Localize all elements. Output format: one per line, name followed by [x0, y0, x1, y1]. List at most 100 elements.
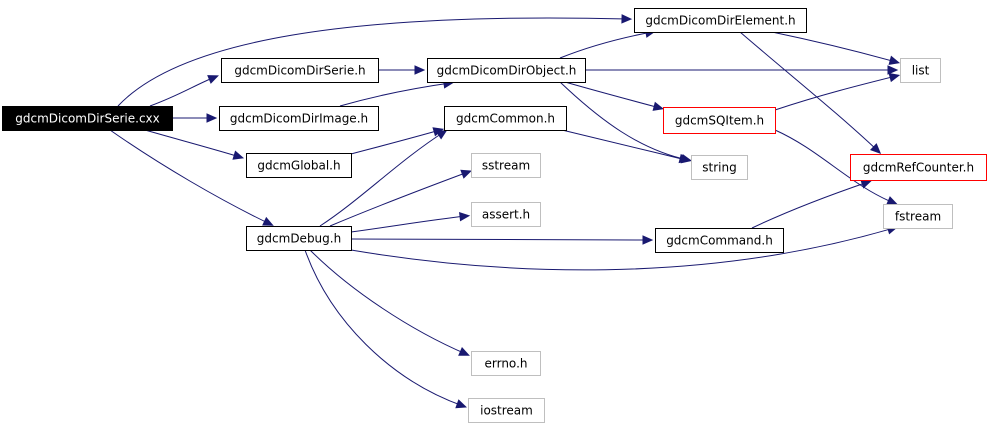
edge-line: [309, 249, 467, 355]
edge-gdcmdicomdirserie-cxx-to-gdcmdicomdirimage-h: [172, 113, 218, 123]
arrowhead-icon: [206, 113, 218, 123]
edge-gdcmdebug-h-to-sstream: [329, 169, 472, 227]
node-iostream[interactable]: iostream: [468, 398, 545, 423]
edge-line: [144, 129, 241, 158]
edge-line: [739, 31, 879, 152]
node-box: [663, 107, 776, 134]
arrowhead-icon: [886, 196, 898, 205]
node-label: gdcmSQItem.h: [675, 114, 764, 128]
node-box: [471, 351, 541, 376]
node-gdcmglobal-h[interactable]: gdcmGlobal.h: [246, 153, 352, 178]
edge-line: [559, 31, 653, 59]
node-label: gdcmRefCounter.h: [863, 161, 974, 175]
nodes-layer: gdcmDicomDirSerie.cxx gdcmDicomDirSerie.h…: [2, 8, 987, 423]
arrowhead-icon: [455, 399, 467, 409]
arrowhead-icon: [870, 143, 882, 154]
arrowhead-icon: [642, 235, 654, 245]
edge-line: [350, 227, 895, 271]
node-box: [221, 58, 379, 83]
node-list[interactable]: list: [900, 58, 941, 83]
node-gdcmsqitem-h[interactable]: gdcmSQItem.h: [663, 107, 776, 134]
arrowhead-icon: [232, 150, 245, 160]
edge-gdcmdicomdirelement-h-to-gdcmrefcounter-h: [739, 31, 882, 154]
edge-gdcmdebug-h-to-iostream: [304, 249, 467, 409]
arrowhead-icon: [459, 211, 471, 222]
edge-line: [109, 129, 271, 225]
node-gdcmdicomdirobject-h[interactable]: gdcmDicomDirObject.h: [427, 58, 586, 83]
edge-gdcmdebug-h-to-gdcmcommand-h: [350, 235, 654, 245]
node-label: fstream: [895, 210, 941, 224]
edge-gdcmdicomdirserie-h-to-gdcmdicomdirobject-h: [378, 65, 426, 75]
node-label: list: [912, 64, 930, 78]
node-box: [219, 106, 379, 131]
node-gdcmcommand-h[interactable]: gdcmCommand.h: [655, 228, 784, 253]
arrowhead-icon: [678, 153, 691, 164]
edge-line: [564, 81, 661, 109]
edge-line: [774, 129, 895, 204]
edge-gdcmdebug-h-to-assert-h: [350, 211, 471, 233]
node-gdcmdicomdirserie-cxx[interactable]: gdcmDicomDirSerie.cxx: [2, 106, 173, 131]
node-label: gdcmDicomDirElement.h: [645, 14, 795, 28]
edge-line: [561, 129, 687, 161]
edge-gdcmdicomdirserie-cxx-to-gdcmdicomdirelement-h: [117, 14, 633, 107]
node-label: gdcmDicomDirSerie.cxx: [15, 112, 160, 126]
arrowhead-icon: [887, 65, 899, 75]
node-box: [471, 202, 541, 227]
node-gdcmdicomdirelement-h[interactable]: gdcmDicomDirElement.h: [634, 8, 807, 33]
node-label: gdcmDicomDirSerie.h: [234, 64, 365, 78]
edge-line: [771, 31, 897, 63]
arrowhead-icon: [435, 129, 448, 140]
node-label: gdcmGlobal.h: [257, 159, 340, 173]
arrowhead-icon: [652, 101, 665, 111]
edge-gdcmglobal-h-to-gdcmcommon-h: [350, 127, 445, 155]
edge-line: [559, 81, 689, 161]
edge-gdcmdicomdirimage-h-to-gdcmdicomdirobject-h: [339, 79, 455, 107]
node-box: [471, 153, 541, 178]
arrowhead-icon: [458, 346, 470, 356]
node-box: [634, 8, 807, 33]
node-box: [468, 398, 545, 423]
edge-line: [319, 131, 445, 227]
node-box: [900, 58, 941, 83]
edge-gdcmdicomdirserie-cxx-to-gdcmdebug-h: [109, 129, 274, 226]
node-label: gdcmDebug.h: [257, 232, 341, 246]
node-label: gdcmCommand.h: [666, 234, 773, 248]
node-box: [246, 226, 352, 251]
edge-line: [149, 76, 216, 107]
edge-gdcmdicomdirserie-cxx-to-gdcmglobal-h: [144, 129, 245, 160]
edge-gdcmdicomdirobject-h-to-gdcmdicomdirelement-h: [559, 28, 657, 59]
node-label: gdcmDicomDirObject.h: [437, 64, 577, 78]
node-fstream[interactable]: fstream: [883, 204, 953, 229]
edge-line: [117, 17, 629, 107]
node-errno-h[interactable]: errno.h: [471, 351, 541, 376]
arrowhead-icon: [460, 169, 472, 179]
node-box: [655, 228, 784, 253]
node-gdcmcommon-h[interactable]: gdcmCommon.h: [444, 106, 567, 131]
arrowhead-icon: [888, 55, 901, 65]
node-sstream[interactable]: sstream: [471, 153, 541, 178]
edge-line: [339, 82, 451, 107]
edge-gdcmdebug-h-to-errno-h: [309, 249, 470, 356]
node-label: iostream: [480, 404, 533, 418]
arrowhead-icon: [414, 65, 426, 75]
node-gdcmdicomdirserie-h[interactable]: gdcmDicomDirSerie.h: [221, 58, 379, 83]
edge-gdcmdicomdirobject-h-to-list: [585, 65, 899, 75]
edge-line: [304, 249, 464, 407]
node-gdcmrefcounter-h[interactable]: gdcmRefCounter.h: [850, 154, 987, 181]
node-string[interactable]: string: [691, 155, 748, 180]
node-label: errno.h: [485, 357, 528, 371]
node-box: [444, 106, 567, 131]
node-label: gdcmCommon.h: [456, 112, 555, 126]
edge-gdcmcommon-h-to-string: [561, 129, 691, 164]
node-box: [850, 154, 987, 181]
node-gdcmdicomdirimage-h[interactable]: gdcmDicomDirImage.h: [219, 106, 379, 131]
node-assert-h[interactable]: assert.h: [471, 202, 541, 227]
edge-gdcmdicomdirobject-h-to-gdcmsqitem-h: [564, 81, 665, 111]
arrowhead-icon: [888, 72, 901, 83]
edge-line: [350, 238, 650, 241]
node-box: [246, 153, 352, 178]
node-gdcmdebug-h[interactable]: gdcmDebug.h: [246, 226, 352, 251]
arrowhead-icon: [262, 216, 274, 226]
node-box: [427, 58, 586, 83]
